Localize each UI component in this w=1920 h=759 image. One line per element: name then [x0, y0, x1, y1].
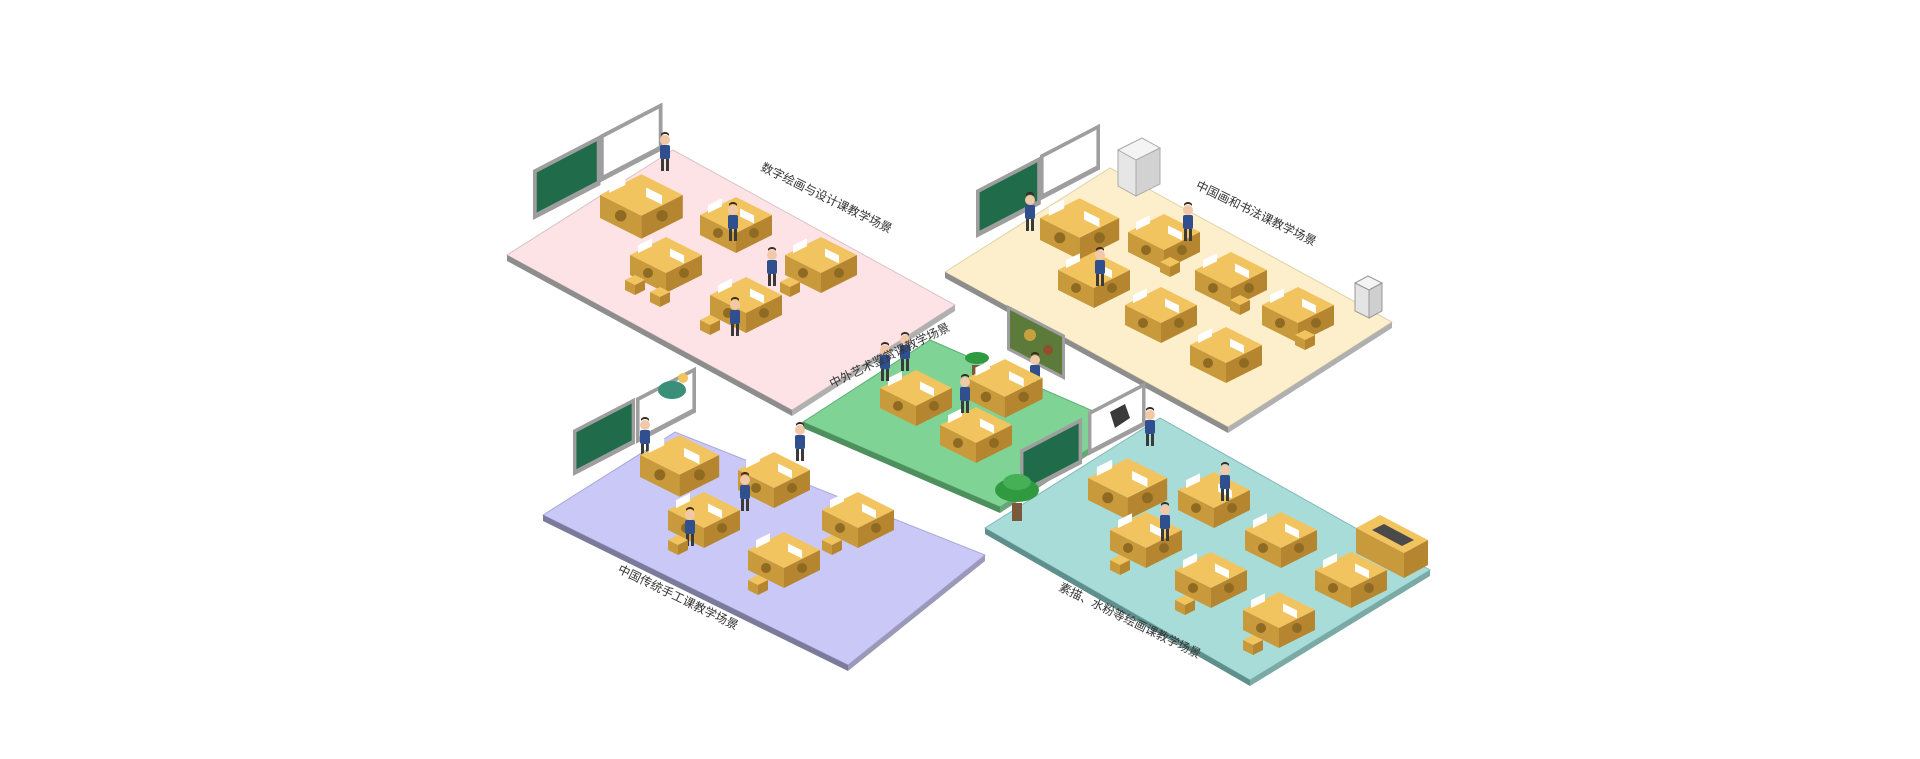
display-screen: [636, 366, 696, 444]
trash-bin: [1353, 275, 1384, 319]
display-screen: [1088, 382, 1146, 456]
scene-handicraft: 中国传统手工课教学场景: [541, 366, 986, 671]
teacher-figure: [640, 417, 650, 456]
plant: [995, 474, 1039, 521]
sink-counter: [1356, 515, 1428, 578]
painting-board: [1007, 305, 1065, 380]
cabinet: [1116, 137, 1162, 197]
